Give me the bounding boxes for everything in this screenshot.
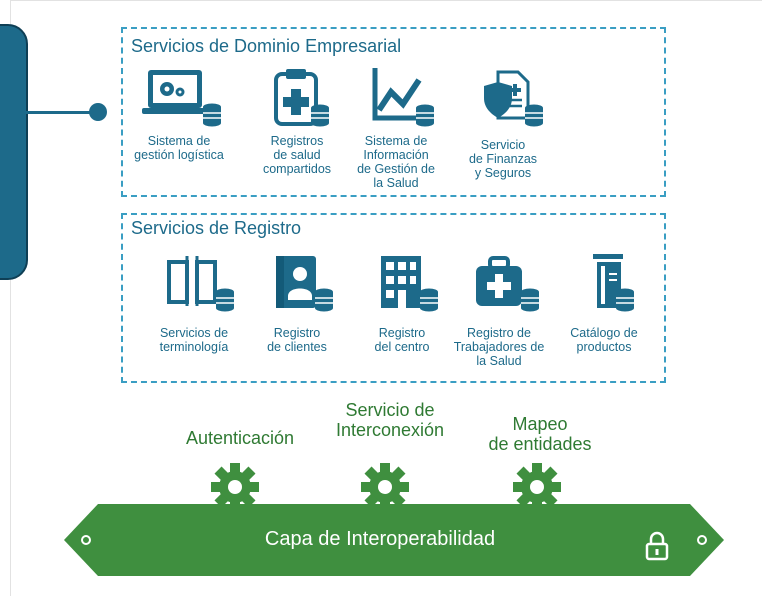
lock-icon (645, 531, 669, 561)
service-authentication-label: Autenticación (185, 428, 295, 448)
domain-item-logistics: Sistema de gestión logística (119, 66, 239, 162)
connector-line (24, 111, 98, 114)
domain-item-label: Registros de salud compartidos (262, 134, 332, 176)
medical-bag-icon (476, 256, 539, 312)
clipboard-medical-icon (274, 69, 329, 127)
shield-document-icon (484, 70, 543, 127)
domain-item-label: Servicio de Finanzas y Seguros (468, 138, 538, 180)
domain-services-box (121, 27, 666, 197)
registry-item-clients: Registro de clientes (237, 252, 357, 354)
registry-item-label: Registro del centro (374, 326, 430, 354)
registry-item-label: Registro de Trabajadores de la Salud (453, 326, 545, 368)
domain-item-health-records: Registros de salud compartidos (237, 66, 357, 176)
person-card-icon (276, 256, 333, 312)
registry-services-box (121, 213, 666, 383)
service-interconnection-label: Servicio de Interconexión (335, 400, 445, 440)
line-chart-database-icon (372, 68, 434, 127)
domain-item-hmis: Sistema de Información de Gestión de la … (336, 66, 456, 190)
domain-services-title: Servicios de Dominio Empresarial (131, 36, 402, 56)
registry-item-label: Registro de clientes (267, 326, 327, 354)
interoperability-layer-label: Capa de Interoperabilidad (264, 528, 496, 550)
registry-item-products: Catálogo de productos (544, 252, 664, 354)
registry-services-title: Servicios de Registro (131, 218, 302, 238)
domain-item-label: Sistema de gestión logística (134, 134, 224, 162)
registry-item-label: Servicios de terminología (159, 326, 229, 354)
registry-item-health-workers: Registro de Trabajadores de la Salud (439, 252, 559, 368)
registry-item-label: Catálogo de productos (570, 326, 638, 354)
side-panel (0, 24, 28, 280)
building-icon (381, 256, 438, 312)
registry-item-center: Registro del centro (342, 252, 462, 354)
product-catalog-icon (593, 254, 634, 312)
frame-border-left (10, 0, 11, 596)
frame-border-top (10, 0, 762, 1)
laptop-gears-database-icon (142, 70, 221, 127)
domain-item-finance: Servicio de Finanzas y Seguros (443, 66, 563, 180)
domain-item-label: Sistema de Información de Gestión de la … (357, 134, 435, 190)
open-book-icon (167, 256, 234, 312)
service-entity-mapping-label: Mapeo de entidades (488, 414, 592, 454)
registry-item-terminology: Servicios de terminología (134, 252, 254, 354)
connector-dot (89, 103, 107, 121)
